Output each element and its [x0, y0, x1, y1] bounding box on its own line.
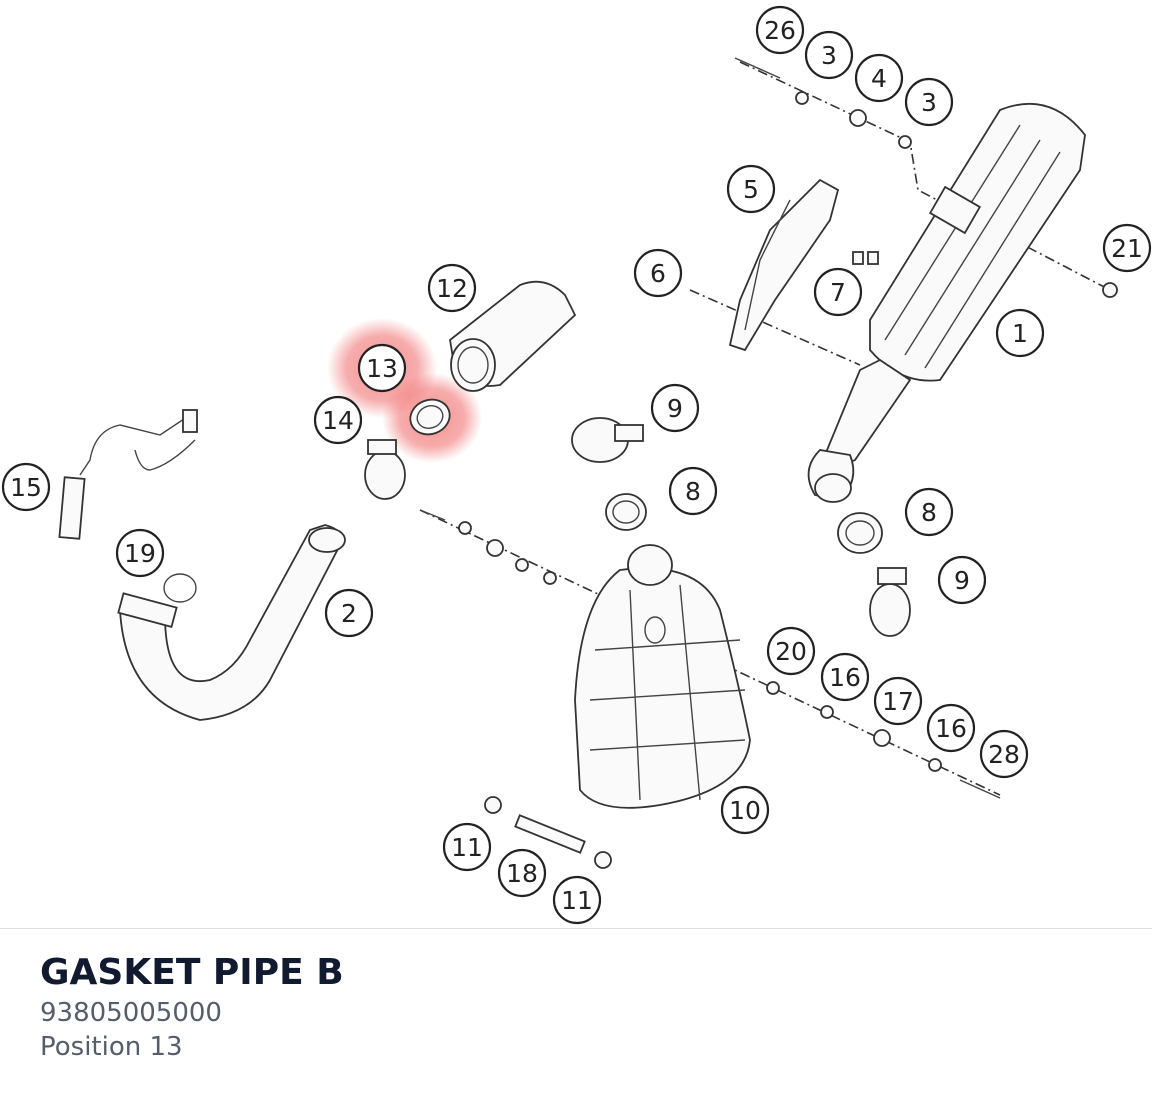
callout-12[interactable]: 12	[427, 263, 477, 313]
callout-11-left[interactable]: 11	[442, 822, 492, 872]
svg-text:9: 9	[667, 394, 683, 423]
callout-17[interactable]: 17	[873, 676, 923, 726]
svg-text:21: 21	[1111, 234, 1143, 263]
svg-text:1: 1	[1012, 319, 1028, 348]
svg-text:18: 18	[506, 859, 538, 888]
svg-text:2: 2	[341, 599, 357, 628]
heat-shield-part[interactable]	[728, 178, 840, 352]
svg-text:20: 20	[775, 637, 807, 666]
gasket-8-upper-part[interactable]	[605, 493, 647, 531]
part-info-panel: GASKET PIPE B 93805005000 Position 13	[40, 950, 1120, 1064]
silencer-body-part[interactable]	[574, 544, 751, 809]
svg-text:15: 15	[10, 473, 42, 502]
gasket-13-part[interactable]	[405, 394, 454, 440]
callout-8-lower[interactable]: 8	[904, 487, 954, 537]
callout-8-upper[interactable]: 8	[668, 466, 718, 516]
callout-13[interactable]: 13	[357, 343, 407, 393]
svg-text:3: 3	[921, 88, 937, 117]
callout-1[interactable]: 1	[995, 308, 1045, 358]
lambda-sensor-part[interactable]	[58, 409, 198, 540]
callout-19[interactable]: 19	[115, 528, 165, 578]
svg-text:17: 17	[882, 687, 914, 716]
svg-text:3: 3	[821, 41, 837, 70]
clamp-9-upper-part[interactable]	[571, 417, 644, 463]
gasket-8-lower-part[interactable]	[837, 512, 883, 554]
o-ring-19-part[interactable]	[163, 573, 197, 603]
callout-5[interactable]: 5	[726, 164, 776, 214]
clamp-14-part[interactable]	[364, 439, 406, 500]
callout-14[interactable]: 14	[313, 395, 363, 445]
clips-part[interactable]	[852, 251, 879, 265]
bolts	[419, 57, 1001, 854]
callout-20[interactable]: 20	[766, 626, 816, 676]
catalytic-converter-part[interactable]	[449, 280, 577, 392]
callout-28[interactable]: 28	[979, 729, 1029, 779]
callout-21[interactable]: 21	[1102, 223, 1152, 273]
svg-text:16: 16	[935, 714, 967, 743]
callout-15[interactable]: 15	[1, 462, 51, 512]
svg-text:8: 8	[921, 498, 937, 527]
callout-7[interactable]: 7	[813, 267, 863, 317]
part-position: Position 13	[40, 1032, 183, 1062]
svg-text:8: 8	[685, 477, 701, 506]
muffler-part[interactable]	[807, 103, 1086, 503]
svg-text:5: 5	[743, 175, 759, 204]
svg-text:13: 13	[366, 354, 398, 383]
svg-text:12: 12	[436, 274, 468, 303]
part-name: GASKET PIPE B	[40, 952, 344, 993]
svg-text:7: 7	[830, 278, 846, 307]
svg-text:28: 28	[988, 740, 1020, 769]
svg-text:11: 11	[451, 833, 483, 862]
svg-text:14: 14	[322, 406, 354, 435]
part-number: 93805005000	[40, 998, 222, 1028]
svg-text:4: 4	[871, 64, 887, 93]
callout-9-upper[interactable]: 9	[650, 383, 700, 433]
callout-11-right[interactable]: 11	[552, 875, 602, 925]
svg-text:16: 16	[829, 663, 861, 692]
callout-3-lower[interactable]: 3	[904, 77, 954, 127]
divider	[0, 928, 1152, 929]
washers	[458, 91, 1118, 869]
svg-text:26: 26	[764, 16, 796, 45]
svg-text:11: 11	[561, 886, 593, 915]
callout-26[interactable]: 26	[755, 5, 805, 55]
svg-text:9: 9	[954, 566, 970, 595]
parts-diagram: 26 3 4 3 5 21 6 7 12 1 13 9 14 15 8 8 19…	[1, 5, 1152, 925]
svg-text:19: 19	[124, 539, 156, 568]
callout-3-upper[interactable]: 3	[804, 30, 854, 80]
svg-text:6: 6	[650, 259, 666, 288]
callout-4[interactable]: 4	[854, 53, 904, 103]
callout-6[interactable]: 6	[633, 248, 683, 298]
header-pipe-part[interactable]	[117, 524, 346, 721]
callout-16-upper[interactable]: 16	[820, 652, 870, 702]
callout-16-lower[interactable]: 16	[926, 703, 976, 753]
callout-10[interactable]: 10	[720, 785, 770, 835]
callout-9-lower[interactable]: 9	[937, 555, 987, 605]
callout-18[interactable]: 18	[497, 848, 547, 898]
clamp-9-lower-part[interactable]	[869, 567, 911, 637]
callout-2[interactable]: 2	[324, 588, 374, 638]
svg-text:10: 10	[729, 796, 761, 825]
